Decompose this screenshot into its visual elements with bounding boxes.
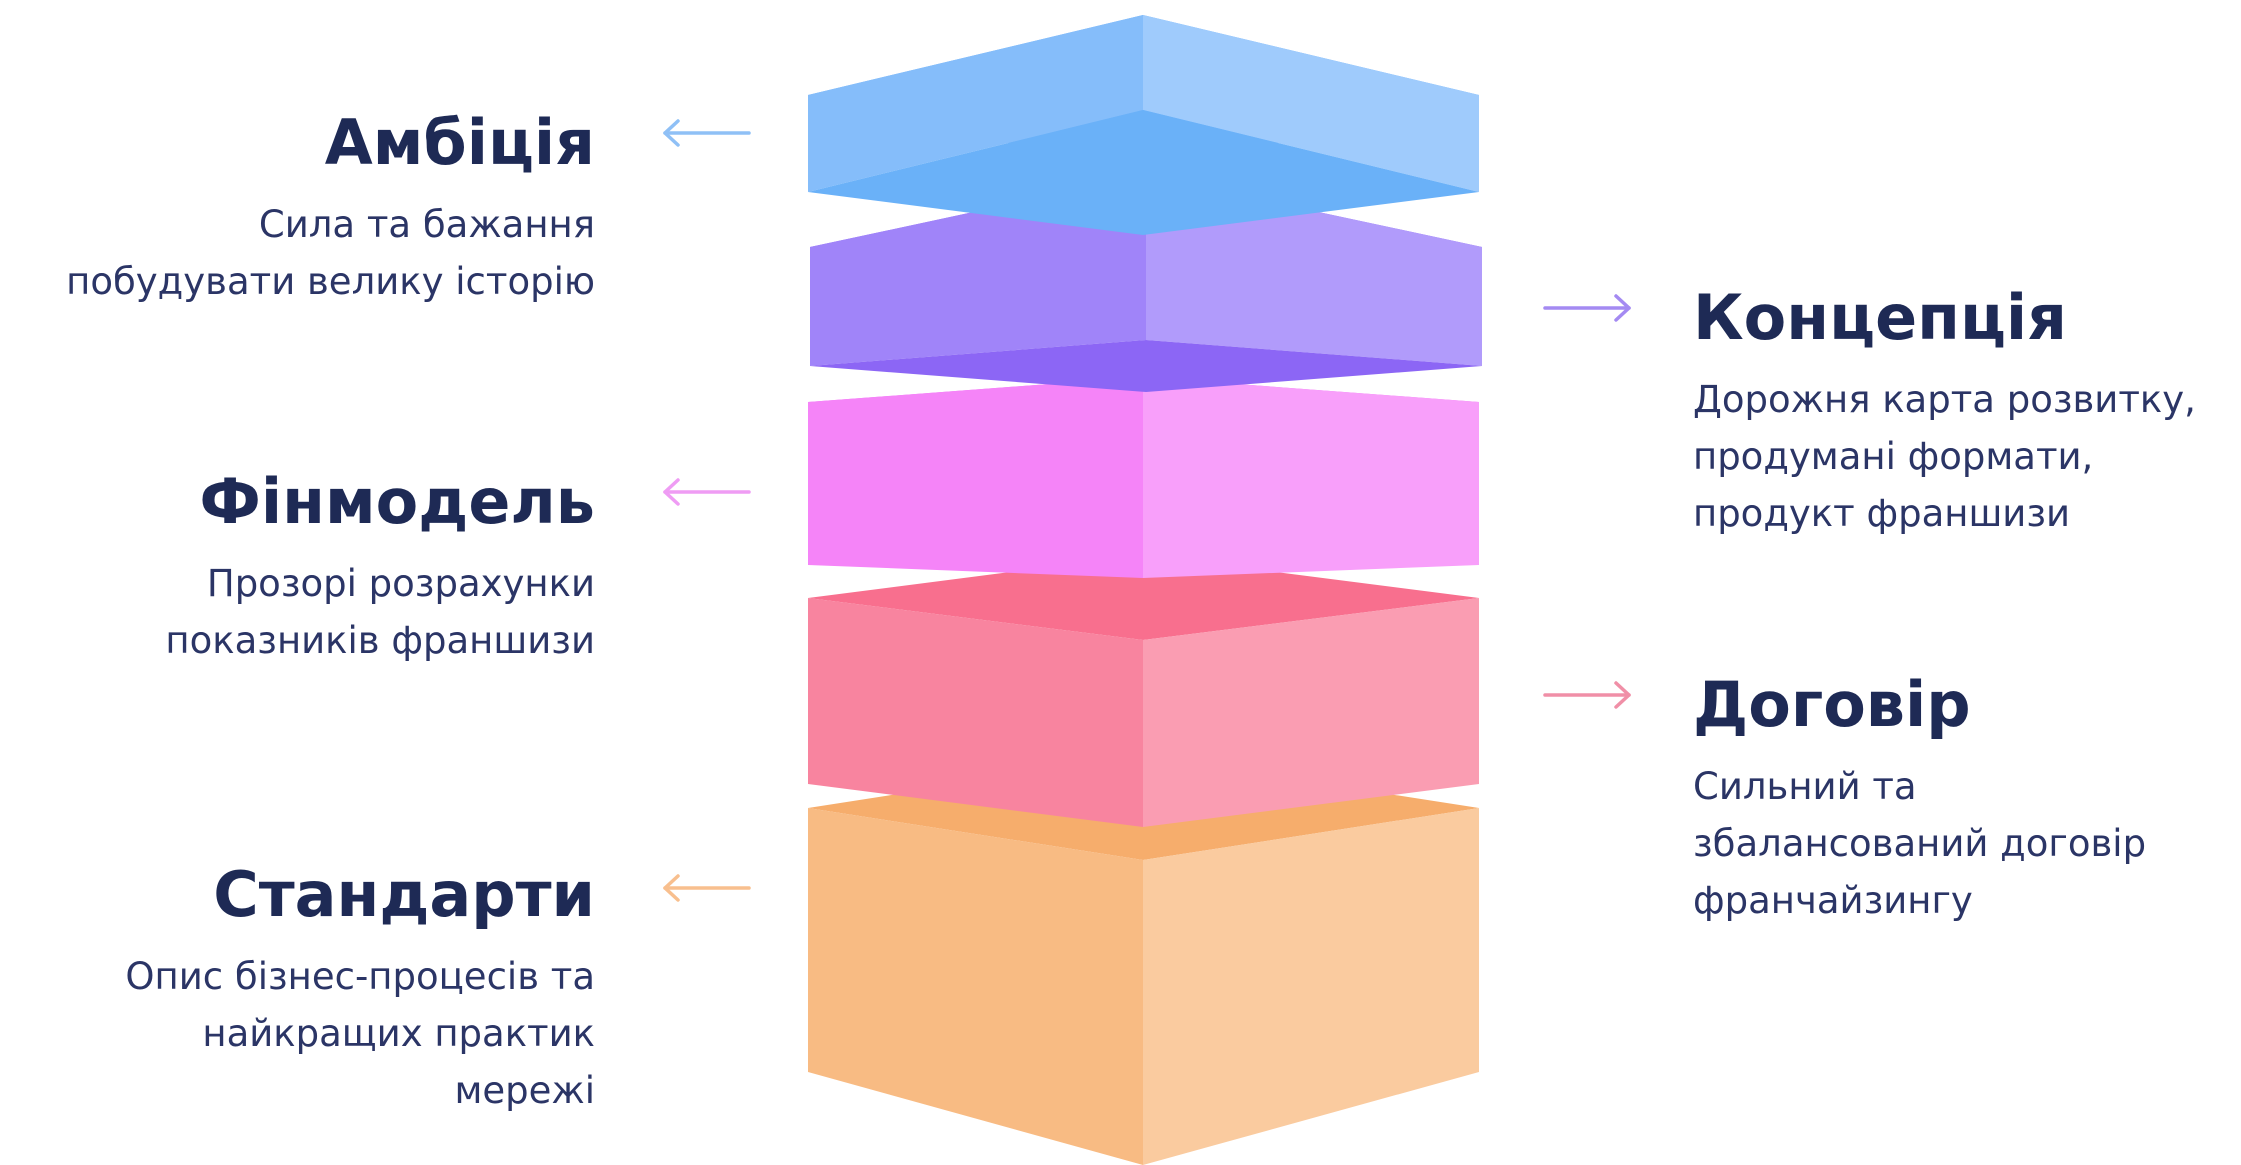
description-line: найкращих практик [202, 1012, 595, 1055]
arrow-left-icon [663, 119, 751, 147]
description-line: побудувати велику історію [66, 260, 595, 303]
description-line: продукт франшизи [1693, 492, 2071, 535]
layer-description: Дорожня карта розвитку, продумані формат… [1693, 371, 2196, 542]
layer-title: Стандарти [213, 858, 595, 931]
layer-box-standards [808, 756, 1479, 1165]
layer-description: Сильний та збалансований договір франчай… [1693, 758, 2146, 929]
description-line: Опис бізнес-процесів та [125, 955, 595, 998]
layer-box-ambition [808, 15, 1479, 235]
description-line: Дорожня карта розвитку, [1693, 378, 2196, 421]
layer-box-contract [808, 555, 1479, 827]
layer-label-ambition: Амбіція Сила та бажання побудувати велик… [66, 108, 595, 310]
description-line: франчайзингу [1693, 879, 1973, 922]
layer-title: Договір [1693, 668, 1971, 741]
layer-label-standards: Стандарти Опис бізнес-процесів та найкра… [125, 860, 595, 1119]
arrow-left-icon [663, 478, 751, 506]
description-line: Сильний та [1693, 765, 1917, 808]
layer-title: Концепція [1693, 281, 2067, 354]
layer-label-concept: Концепція Дорожня карта розвитку, продум… [1693, 283, 2196, 542]
layer-box-concept [810, 175, 1482, 392]
layer-label-contract: Договір Сильний та збалансований договір… [1693, 670, 2146, 929]
description-line: Прозорі розрахунки [206, 562, 595, 605]
arrow-right-icon [1543, 294, 1631, 322]
description-line: мережі [454, 1069, 595, 1112]
description-line: продумані формати, [1693, 435, 2094, 478]
arrow-left-icon [663, 874, 751, 902]
layer-description: Опис бізнес-процесів та найкращих практи… [125, 948, 595, 1119]
layer-description: Сила та бажання побудувати велику історі… [66, 196, 595, 310]
layer-title: Фінмодель [199, 465, 595, 538]
description-line: Сила та бажання [258, 203, 595, 246]
description-line: показників франшизи [165, 619, 595, 662]
layer-label-finmodel: Фінмодель Прозорі розрахунки показників … [165, 467, 595, 669]
description-line: збалансований договір [1693, 822, 2147, 865]
arrow-right-icon [1543, 681, 1631, 709]
layer-description: Прозорі розрахунки показників франшизи [165, 555, 595, 669]
layer-box-finmodel [808, 377, 1479, 578]
layer-title: Амбіція [324, 106, 595, 179]
